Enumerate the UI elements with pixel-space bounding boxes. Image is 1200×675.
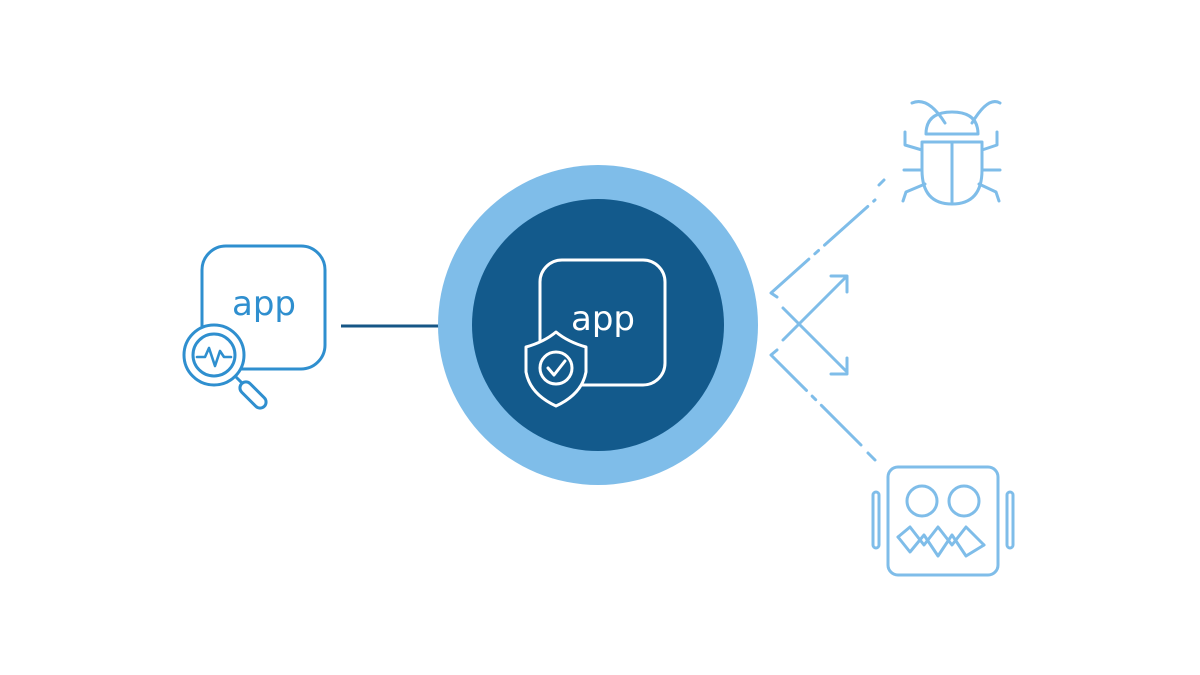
source-app: app — [182, 244, 327, 410]
bug-icon — [901, 100, 1002, 206]
protected-app: app — [438, 165, 758, 485]
shield-check-icon — [524, 330, 588, 408]
magnifier-icon — [182, 323, 268, 410]
protected-app-label: app — [571, 299, 635, 339]
deflection-lines — [769, 178, 886, 462]
source-app-box — [200, 244, 327, 371]
robot-icon — [871, 465, 1015, 577]
protected-app-box — [538, 258, 667, 387]
source-app-label: app — [232, 284, 296, 324]
